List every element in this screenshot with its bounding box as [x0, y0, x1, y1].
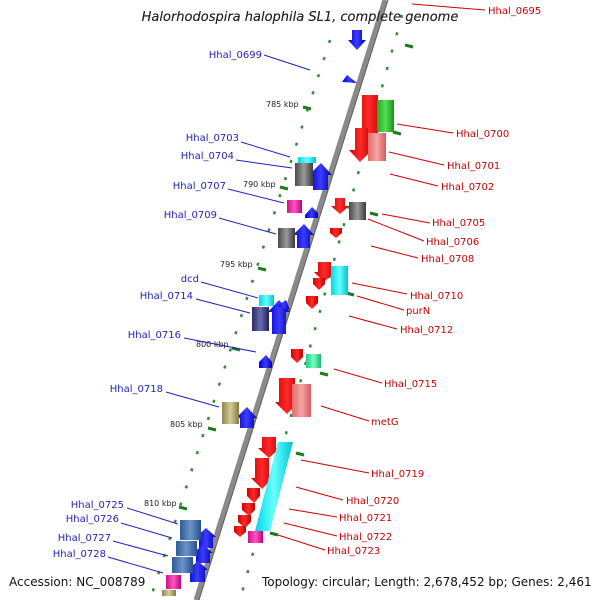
gene-hhal-0705[interactable]: [331, 198, 349, 214]
gene-hhal-0725[interactable]: [180, 520, 201, 540]
left-gene-labels: Hhal_0699 Hhal_0703 Hhal_0704 Hhal_0707 …: [53, 50, 262, 560]
gene-hhal-0720[interactable]: [247, 488, 260, 503]
label-dcd[interactable]: dcd: [181, 274, 199, 285]
label-hhal-0716[interactable]: Hhal_0716: [128, 330, 181, 341]
gene-hhal-0719[interactable]: [255, 442, 293, 531]
gene-hhal-0703[interactable]: [298, 157, 316, 163]
label-hhal-0718[interactable]: Hhal_0718: [110, 384, 163, 395]
gene-hhal-0722b[interactable]: [234, 526, 246, 537]
label-hhal-0695[interactable]: Hhal_0695: [488, 6, 541, 17]
label-hhal-0709[interactable]: Hhal_0709: [164, 210, 217, 221]
gene-hhal-0701[interactable]: [368, 133, 386, 161]
label-hhal-0699[interactable]: Hhal_0699: [209, 50, 262, 61]
label-hhal-0705[interactable]: Hhal_0705: [432, 218, 485, 229]
gene-hhal-0719b[interactable]: [251, 458, 273, 489]
gene-hhal-0723[interactable]: [248, 531, 263, 543]
gene-hhal-0718b[interactable]: [236, 407, 257, 428]
gene-hhal-0715a[interactable]: [291, 349, 303, 363]
gene-glyphs-outer-left: [162, 157, 316, 596]
gene-hhal-0719a[interactable]: [258, 437, 280, 458]
label-hhal-0702[interactable]: Hhal_0702: [441, 182, 494, 193]
label-hhal-0708[interactable]: Hhal_0708: [421, 254, 474, 265]
gene-hhal-0700[interactable]: [377, 100, 394, 132]
tick-label-785: 785 kbp: [266, 100, 299, 109]
label-hhal-0706[interactable]: Hhal_0706: [426, 237, 479, 248]
gene-hhal-0710b[interactable]: [313, 278, 325, 290]
gene-hhal-0704[interactable]: [309, 163, 332, 190]
label-hhal-0714[interactable]: Hhal_0714: [140, 291, 193, 302]
genome-backbone: [193, 0, 388, 600]
label-hhal-0720[interactable]: Hhal_0720: [346, 496, 399, 507]
label-hhal-0721[interactable]: Hhal_0721: [339, 513, 392, 524]
gene-metG[interactable]: [292, 384, 311, 417]
label-hhal-0728[interactable]: Hhal_0728: [53, 549, 106, 560]
gene-hhal-0715[interactable]: [306, 354, 321, 368]
label-hhal-0710[interactable]: Hhal_0710: [410, 291, 463, 302]
accession-text: Accession: NC_008789: [9, 575, 146, 589]
genome-backbone-shadow: [198, 0, 389, 600]
right-gene-labels: Hhal_0695 Hhal_0700 Hhal_0701 Hhal_0702 …: [327, 6, 541, 557]
kbp-ticks: [178, 43, 414, 537]
label-metG[interactable]: metG: [371, 417, 399, 428]
gene-hhal-0709b[interactable]: [293, 224, 314, 248]
label-hhal-0725[interactable]: Hhal_0725: [71, 500, 124, 511]
label-hhal-0704[interactable]: Hhal_0704: [181, 151, 234, 162]
gene-hhal-0708[interactable]: [314, 262, 335, 282]
label-hhal-0715[interactable]: Hhal_0715: [384, 379, 437, 390]
gene-glyphs-inner-left: [187, 30, 366, 582]
gene-hhal-0714[interactable]: [252, 307, 269, 331]
label-hhal-0703[interactable]: Hhal_0703: [186, 133, 239, 144]
tick-label-795: 795 kbp: [220, 260, 253, 269]
gene-hhal-0727[interactable]: [172, 557, 193, 573]
label-purN[interactable]: purN: [406, 306, 430, 317]
gene-hhal-0706[interactable]: [349, 202, 366, 220]
tick-label-790: 790 kbp: [243, 180, 276, 189]
label-hhal-0712[interactable]: Hhal_0712: [400, 325, 453, 336]
label-hhal-0722[interactable]: Hhal_0722: [339, 532, 392, 543]
gene-hhal-0705a[interactable]: [295, 163, 313, 186]
gene-hhal-0710[interactable]: [331, 266, 348, 295]
gene-hhal-0726b[interactable]: [193, 545, 213, 563]
tick-label-805: 805 kbp: [170, 420, 203, 429]
gene-hhal-0721[interactable]: [242, 503, 255, 516]
label-hhal-0727[interactable]: Hhal_0727: [58, 533, 111, 544]
gene-hhal-0716[interactable]: [259, 355, 272, 368]
label-hhal-0700[interactable]: Hhal_0700: [456, 129, 509, 140]
kbp-tick-labels: 785 kbp 790 kbp 795 kbp 800 kbp 805 kbp …: [144, 100, 299, 508]
tick-label-800: 800 kbp: [196, 340, 229, 349]
gene-dcd[interactable]: [259, 295, 274, 306]
gene-hhal-0726[interactable]: [176, 541, 197, 556]
label-hhal-0719[interactable]: Hhal_0719: [371, 469, 424, 480]
label-hhal-0726[interactable]: Hhal_0726: [66, 514, 119, 525]
topology-text: Topology: circular; Length: 2,678,452 bp…: [262, 575, 592, 589]
label-hhal-0707[interactable]: Hhal_0707: [173, 181, 226, 192]
tick-label-810: 810 kbp: [144, 499, 177, 508]
gene-hhal-0728[interactable]: [166, 575, 181, 589]
gene-hhal-0707b[interactable]: [305, 207, 318, 218]
genome-title: Halorhodospira halophila SL1, complete g…: [141, 10, 459, 25]
gene-hhal-0718[interactable]: [222, 402, 239, 424]
gene-glyphs-outer-right: [248, 100, 394, 543]
gene-hhal-0707[interactable]: [287, 200, 302, 213]
label-hhal-0701[interactable]: Hhal_0701: [447, 161, 500, 172]
gene-purN[interactable]: [306, 296, 318, 309]
gene-hhal-0698[interactable]: [348, 30, 366, 50]
left-leader-lines: [107, 54, 311, 574]
gene-hhal-0722a[interactable]: [238, 515, 251, 528]
right-leader-lines: [277, 3, 486, 551]
gene-hhal-0709[interactable]: [278, 228, 295, 248]
gene-hhal-0706b[interactable]: [330, 228, 342, 238]
gene-hhal-0714b[interactable]: [268, 300, 290, 334]
label-hhal-0723[interactable]: Hhal_0723: [327, 546, 380, 557]
gene-hhal-0729[interactable]: [162, 590, 176, 596]
gene-hhal-0699[interactable]: [342, 75, 357, 83]
gene-hhal-0702a[interactable]: [349, 128, 372, 162]
gene-hhal-0714c[interactable]: [277, 300, 290, 310]
